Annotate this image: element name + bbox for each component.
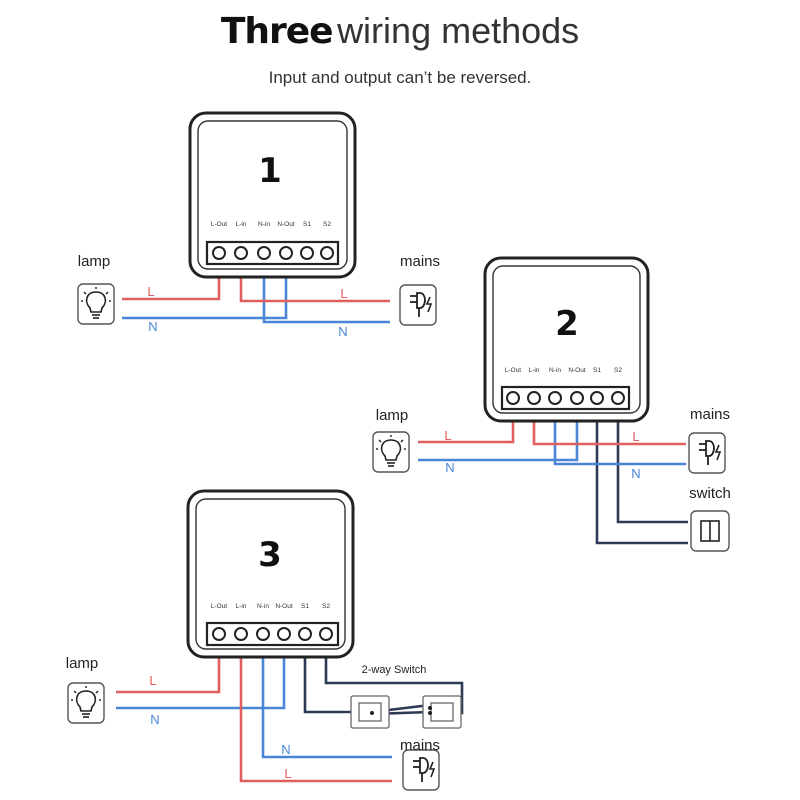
module-1-body <box>188 111 357 279</box>
terminal <box>506 391 520 405</box>
module-2-wire-label-L: L <box>632 429 639 444</box>
module-3-mains-label: mains <box>400 737 440 754</box>
terminal-label: S2 <box>322 603 330 610</box>
plug-icon <box>402 749 440 791</box>
module-1-wire-label-N: N <box>148 319 157 334</box>
terminal-label: S1 <box>303 221 311 228</box>
module-2-terminal-labels: L-Out L-in N-in N-Out S1 S2 <box>505 367 622 374</box>
module-1: 1 L-Out L-in N-in N-Out S1 S2 lamp mains… <box>77 111 440 339</box>
terminal <box>300 246 314 260</box>
module-3-wire-label-L: L <box>149 673 156 688</box>
module-1-mains-label: mains <box>400 253 440 270</box>
module-2-number: 2 <box>555 304 579 344</box>
title-rest: wiring methods <box>337 10 580 51</box>
subtitle: Input and output can’t be reversed. <box>268 68 532 87</box>
module-3-lamp-label: lamp <box>66 655 99 672</box>
terminal <box>611 391 625 405</box>
module-3-terminal-labels: L-Out L-in N-in N-Out S1 S2 <box>211 603 330 610</box>
module-2-mains-label: mains <box>690 406 730 423</box>
lightbulb-icon <box>77 283 115 325</box>
module-1-wire-label-L: L <box>340 286 347 301</box>
terminal-label: S1 <box>301 603 309 610</box>
terminal-label: N-Out <box>275 603 293 610</box>
terminal-label: S2 <box>323 221 331 228</box>
terminal <box>212 627 226 641</box>
module-2-body <box>483 256 650 423</box>
terminal-label: N-in <box>258 221 270 228</box>
module-3-neutral-out-wire <box>116 634 286 710</box>
terminal <box>298 627 312 641</box>
plug-icon <box>688 432 726 474</box>
module-2-terminal-block <box>500 385 631 411</box>
title-bold: Three <box>220 11 334 52</box>
module-1-lamp-label: lamp <box>78 253 111 270</box>
terminal-label: S2 <box>614 367 622 374</box>
terminal-label: L-in <box>236 603 247 610</box>
module-3-number: 3 <box>258 535 282 575</box>
terminal <box>234 627 248 641</box>
module-3-terminals <box>212 627 333 641</box>
terminal <box>279 246 293 260</box>
module-3-live-in-wire <box>239 634 392 783</box>
terminal-label: S1 <box>593 367 601 374</box>
terminal <box>590 391 604 405</box>
diagram-title: Three wiring methods <box>0 10 800 52</box>
module-1-wire-label-L: L <box>147 284 154 299</box>
terminal-label: L-Out <box>505 367 521 374</box>
module-3-body <box>186 489 355 659</box>
module-1-terminals <box>212 246 334 260</box>
terminal <box>320 246 334 260</box>
module-2-terminals <box>506 391 625 405</box>
terminal <box>212 246 226 260</box>
module-1-wire-label-N: N <box>338 324 347 339</box>
module-1-terminal-labels: L-Out L-in N-in N-Out S1 S2 <box>211 221 331 228</box>
terminal-label: N-in <box>549 367 561 374</box>
terminal-label: L-in <box>529 367 540 374</box>
terminal <box>548 391 562 405</box>
terminal-label: L-in <box>236 221 247 228</box>
module-3-neutral-in-wire <box>261 634 392 759</box>
two-way-switch-icon <box>350 695 390 729</box>
module-3-wire-label-L: L <box>284 766 291 781</box>
module-2-wire-label-N: N <box>445 460 454 475</box>
switch-icon <box>690 510 730 552</box>
module-2-wire-label-N: N <box>631 466 640 481</box>
terminal-label: N-in <box>257 603 269 610</box>
module-2-switch-label: switch <box>689 485 731 502</box>
module-2-switch-wire-s1 <box>595 398 688 545</box>
lightbulb-icon <box>67 682 105 724</box>
module-2-lamp-label: lamp <box>376 407 409 424</box>
terminal-label: N-Out <box>277 221 295 228</box>
terminal <box>527 391 541 405</box>
module-3-wire-label-N: N <box>281 742 290 757</box>
module-3-terminal-block <box>205 621 340 647</box>
module-2: 2 L-Out L-in N-in N-Out S1 S2 lamp mains… <box>372 256 731 552</box>
terminal <box>319 627 333 641</box>
module-2-switch-wire-s2 <box>616 398 688 524</box>
module-3-wire-label-N: N <box>150 712 159 727</box>
terminal <box>277 627 291 641</box>
module-3-switch-label: 2-way Switch <box>362 664 427 676</box>
terminal <box>256 627 270 641</box>
module-3-switch-wire-s1 <box>303 634 352 714</box>
terminal <box>257 246 271 260</box>
terminal <box>570 391 584 405</box>
module-1-terminal-block <box>205 240 340 266</box>
terminal-label: N-Out <box>568 367 586 374</box>
module-1-number: 1 <box>258 151 282 191</box>
module-3: 3 L-Out L-in N-in N-Out S1 S2 lamp mains… <box>66 489 464 791</box>
plug-icon <box>399 284 437 326</box>
module-2-wire-label-L: L <box>444 428 451 443</box>
terminal-label: L-Out <box>211 221 227 228</box>
lightbulb-icon <box>372 431 410 473</box>
terminal <box>234 246 248 260</box>
terminal-label: L-Out <box>211 603 227 610</box>
